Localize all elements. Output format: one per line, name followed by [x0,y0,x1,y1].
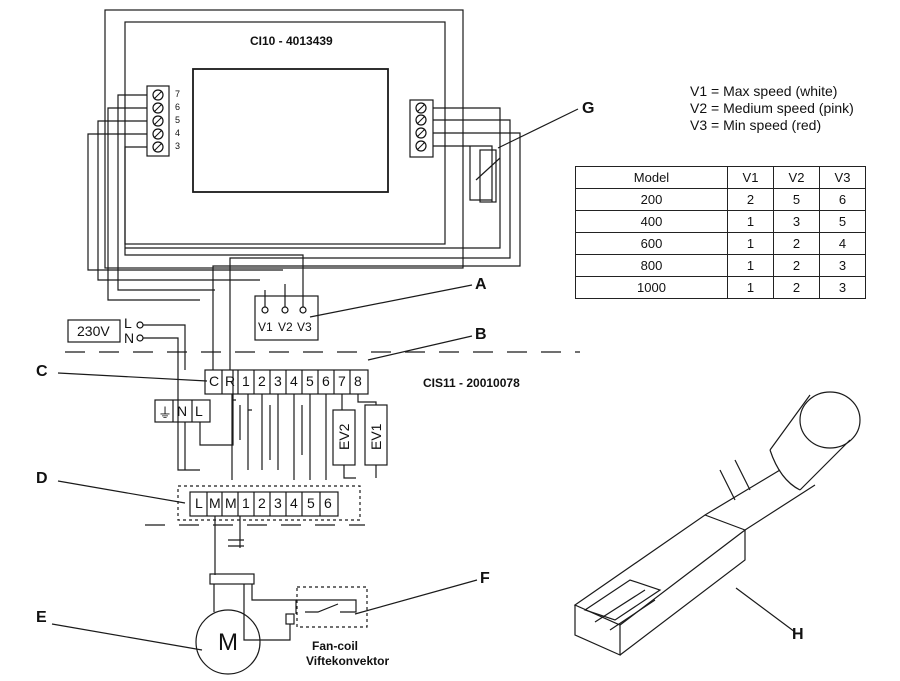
legend-v2: V2 = Medium speed (pink) [690,100,854,116]
legend-v3: V3 = Min speed (red) [690,117,822,133]
table-row: 800 1 2 3 [575,254,866,277]
table-cell: 1 [727,276,774,299]
table-cell: 2 [773,232,820,255]
connector-drawing [573,391,861,656]
fan-motor [195,609,261,675]
table-header: V2 [773,166,820,189]
fan-terminal-l: L [195,495,203,511]
fan-terminal-6: 6 [324,495,332,511]
module-terminal-2: 2 [258,373,266,389]
table-cell: 1 [727,232,774,255]
module-terminal-5: 5 [306,373,314,389]
module-title: CIS11 - 20010078 [423,376,520,390]
fan-terminal-strip [189,491,339,517]
table-row: 200 2 5 6 [575,188,866,211]
callout-h: H [792,626,804,643]
earth-terminal-block [154,399,211,423]
callout-d: D [36,470,48,487]
controller-housing [104,9,464,269]
table-cell: 3 [773,210,820,233]
controller-title: CI10 - 4013439 [250,34,333,48]
supply-n: N [124,330,135,346]
controller-terminal-label-4: 4 [175,128,181,138]
table-cell: 5 [773,188,820,211]
table-row: 400 1 3 5 [575,210,866,233]
callout-a: A [475,276,487,293]
table-cell: 800 [575,254,728,277]
table-header: Model [575,166,728,189]
fan-terminal-2: 2 [258,495,266,511]
callout-f: F [480,570,490,587]
supply-voltage-box [67,319,121,343]
controller-display [192,68,389,193]
fan-terminal-m2: M [225,495,237,511]
callout-e: E [36,609,47,626]
cable-clamp [209,573,255,585]
motor-caption-fancoil: Fan-coil [312,639,359,653]
table-row: 1000 1 2 3 [575,276,866,299]
module-terminal-8: 8 [354,373,362,389]
live-terminal-label: L [195,403,203,419]
valve-ev1-label: EV1 [368,423,384,450]
earth-terminal-label: ⏚ [158,405,172,421]
callout-c: C [36,363,48,380]
speed-selector-v2: V2 [278,320,293,334]
module-terminal-r: R [225,373,236,389]
controller-right-terminal-strip [409,99,434,158]
table-header-row: Model V1 V2 V3 [575,166,866,189]
fan-terminal-outer [177,485,361,521]
valve-ev2-label: EV2 [336,423,352,450]
thermal-switch-box [296,586,368,628]
table-header: V3 [819,166,866,189]
table-cell: 4 [819,232,866,255]
module-terminal-3: 3 [274,373,282,389]
speed-selector-v3: V3 [297,320,312,334]
controller-inner-frame [124,21,446,245]
motor-label: M [218,629,238,656]
speed-table: Model V1 V2 V3 200 2 5 6 400 1 3 5 600 1… [575,166,866,299]
table-cell: 5 [819,210,866,233]
table-row: 600 1 2 4 [575,232,866,255]
neutral-terminal-label: N [177,403,188,419]
table-cell: 200 [575,188,728,211]
table-cell: 2 [727,188,774,211]
legend-v1: V1 = Max speed (white) [690,83,838,99]
table-cell: 2 [773,276,820,299]
speed-selector-v1: V1 [258,320,273,334]
table-cell: 600 [575,232,728,255]
sensor-g [479,149,497,203]
table-cell: 400 [575,210,728,233]
controller-terminal-label-5: 5 [175,115,181,125]
table-cell: 1000 [575,276,728,299]
speed-selector-box [254,295,319,341]
fan-terminal-3: 3 [274,495,282,511]
fan-terminal-5: 5 [307,495,315,511]
controller-terminal-label-7: 7 [175,89,181,99]
controller-terminal-label-3: 3 [175,141,181,151]
fan-terminal-m1: M [209,495,221,511]
module-terminal-4: 4 [290,373,298,389]
table-cell: 3 [819,276,866,299]
table-cell: 1 [727,254,774,277]
motor-caption-viftekonvektor: Viftekonvektor [306,654,390,668]
controller-terminal-label-6: 6 [175,102,181,112]
module-terminal-6: 6 [322,373,330,389]
fan-terminal-4: 4 [290,495,298,511]
supply-l: L [124,315,132,331]
table-cell: 2 [773,254,820,277]
module-terminal-1: 1 [242,373,250,389]
table-header: V1 [727,166,774,189]
module-terminal-7: 7 [338,373,346,389]
table-cell: 1 [727,210,774,233]
supply-voltage: 230V [77,323,110,339]
table-cell: 6 [819,188,866,211]
callout-g: G [582,100,595,117]
callout-b: B [475,326,487,343]
table-cell: 3 [819,254,866,277]
fan-terminal-1: 1 [242,495,250,511]
module-terminal-c: C [209,373,220,389]
